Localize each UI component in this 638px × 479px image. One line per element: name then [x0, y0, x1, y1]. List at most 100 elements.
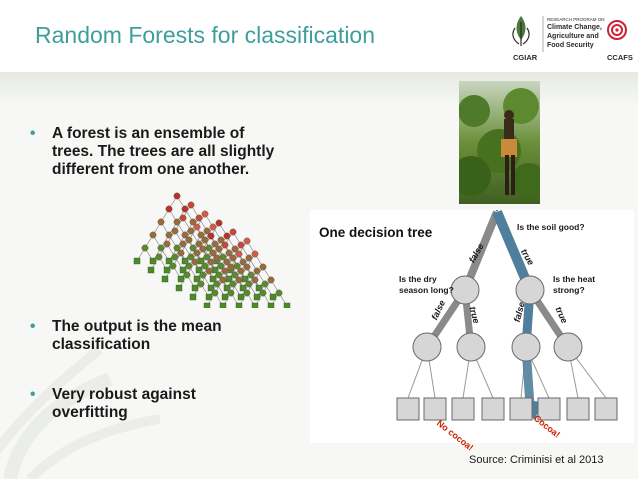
- forest-leaf: [205, 293, 213, 301]
- forest-node: [227, 263, 235, 271]
- forest-node: [213, 254, 221, 262]
- forest-node: [185, 236, 193, 244]
- node-level-2: [456, 332, 486, 362]
- leaf-watermark-icon: [0, 345, 161, 479]
- forest-node: [243, 263, 251, 271]
- left-question-line-1: Is the dry: [399, 274, 437, 284]
- forest-leaf: [147, 266, 155, 274]
- forest-node: [157, 218, 165, 226]
- forest-node: [169, 262, 177, 270]
- header-band: [0, 72, 638, 102]
- right-question-line-2: strong?: [553, 285, 585, 295]
- forest-node: [173, 192, 181, 200]
- forest-node: [191, 258, 199, 266]
- ccafs-line-1: RESEARCH PROGRAM ON: [547, 17, 605, 22]
- bullet-text: A forest is an ensemble of trees. The tr…: [52, 125, 275, 178]
- leaf-node: [451, 397, 475, 421]
- node-level-2: [412, 332, 442, 362]
- forest-leaf: [209, 275, 217, 283]
- forest-node: [197, 280, 205, 288]
- leaf-node: [481, 397, 505, 421]
- forest-node: [243, 289, 251, 297]
- forest-leaf: [189, 293, 197, 301]
- forest-leaf: [235, 302, 243, 308]
- forest-leaf: [251, 302, 259, 308]
- forest-node: [141, 244, 149, 252]
- forest-node: [275, 289, 283, 297]
- forest-leaf: [207, 284, 215, 292]
- bullet-text: Very robust against overfitting: [52, 386, 196, 421]
- forest-leaf: [177, 275, 185, 283]
- forest-leaf: [181, 257, 189, 265]
- forest-node: [229, 228, 237, 236]
- leaf-node: [396, 397, 420, 421]
- forest-node: [165, 205, 173, 213]
- forest-node: [201, 210, 209, 218]
- bullet-marker: •: [30, 386, 36, 403]
- forest-node: [251, 250, 259, 258]
- diagram-heading: One decision tree: [319, 225, 433, 240]
- leaf-node: [594, 397, 618, 421]
- forest-node: [207, 232, 215, 240]
- forest-node: [215, 219, 223, 227]
- forest-node: [235, 276, 243, 284]
- forest-leaf: [195, 266, 203, 274]
- forest-node: [179, 214, 187, 222]
- cgiar-logo: [512, 16, 627, 52]
- forest-leaf: [191, 284, 199, 292]
- forest-node: [193, 223, 201, 231]
- forest-node: [219, 276, 227, 284]
- ccafs-mark-icon: [607, 20, 627, 40]
- logos: CGIAR RESEARCH PROGRAM ON Climate Change…: [495, 10, 635, 68]
- forest-node: [187, 201, 195, 209]
- forest-leaf: [283, 302, 291, 308]
- forest-node: [235, 250, 243, 258]
- forest-leaf: [221, 293, 229, 301]
- root-arrow-icon: [495, 210, 499, 212]
- decision-tree-diagram: [396, 210, 618, 421]
- node-right: [515, 275, 545, 305]
- forest-node: [211, 289, 219, 297]
- node-left: [450, 275, 480, 305]
- forest-node: [227, 289, 235, 297]
- leaf-node: [423, 397, 447, 421]
- forest-leaf: [163, 266, 171, 274]
- source-citation: Source: Criminisi et al 2013: [469, 454, 604, 466]
- forest-node: [267, 276, 275, 284]
- forest-leaf: [175, 284, 183, 292]
- forest-node: [177, 249, 185, 257]
- forest-node: [183, 271, 191, 279]
- forest-leaf: [133, 257, 141, 265]
- forest-leaf: [255, 284, 263, 292]
- ccafs-label: CCAFS: [607, 53, 633, 62]
- forest-leaf: [165, 257, 173, 265]
- right-question-line-1: Is the heat: [553, 274, 596, 284]
- cocoa-farmer-photo: [459, 81, 540, 204]
- bullet-forest-ensemble: • A forest is an ensemble of trees. The …: [30, 125, 275, 179]
- bullet-mean-classification: • The output is the mean classification: [30, 318, 270, 354]
- node-level-2: [511, 332, 541, 362]
- forest-leaf: [193, 275, 201, 283]
- bullet-marker: •: [30, 125, 36, 142]
- leaf-node: [566, 397, 590, 421]
- ccafs-line-4: Food Security: [547, 42, 594, 49]
- leaf-node: [509, 397, 533, 421]
- forest-leaf: [203, 302, 211, 308]
- forest-leaf: [253, 293, 261, 301]
- forest-leaf: [239, 284, 247, 292]
- forest-node: [251, 276, 259, 284]
- forest-leaf: [267, 302, 275, 308]
- forest-leaf: [269, 293, 277, 301]
- title-bar: Random Forests for classification: [0, 0, 638, 72]
- root-question: Is the soil good?: [517, 222, 585, 232]
- forest-leaf: [161, 275, 169, 283]
- forest-node: [221, 241, 229, 249]
- bullet-robust: • Very robust against overfitting: [30, 386, 270, 422]
- forest-node: [199, 245, 207, 253]
- forest-leaf: [149, 257, 157, 265]
- forest-node: [155, 253, 163, 261]
- bullet-marker: •: [30, 318, 36, 335]
- forest-leaf: [237, 293, 245, 301]
- forest-tree: [203, 237, 291, 308]
